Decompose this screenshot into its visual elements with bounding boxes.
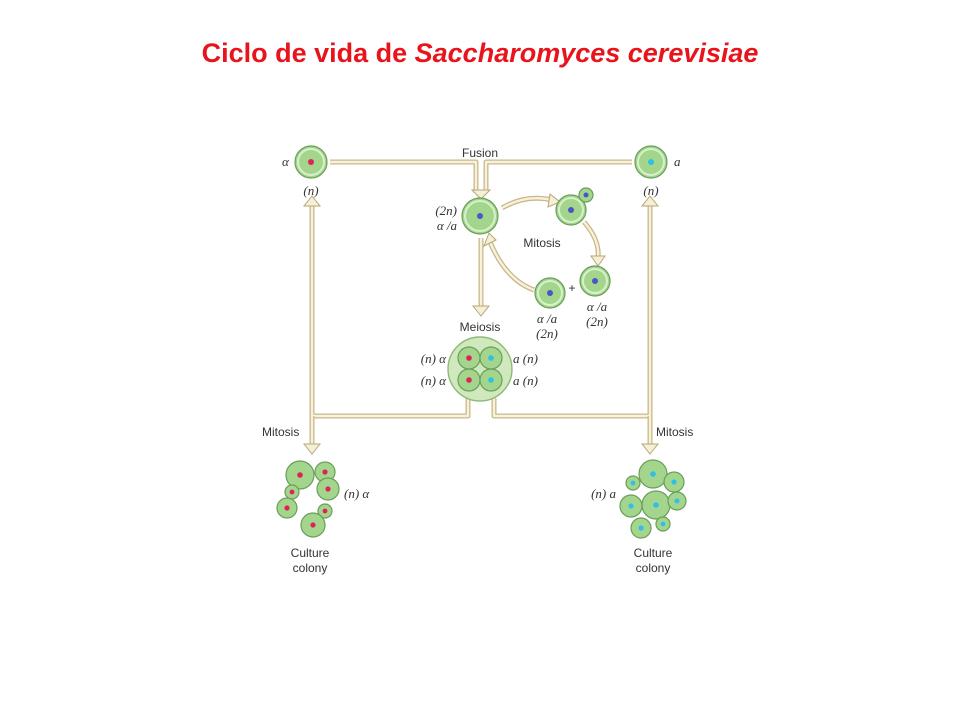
fusion-pipe-left [330,159,479,190]
daughter-cell-left [534,277,566,309]
label-colony-left-genotype: (n) α [344,486,370,501]
label-colony-right-line1: Culture [634,546,673,560]
ascus [447,336,513,402]
label-colony-left-line1: Culture [291,546,330,560]
meiosis-arrowhead [471,305,491,317]
label-colony-right-genotype: (n) a [591,486,616,501]
fusion-arrowhead [470,189,492,200]
label-mitosis-right: Mitosis [656,425,693,439]
slide-title: Ciclo de vida de Saccharomyces cerevisia… [0,38,960,69]
label-daughter-left-mating: α /a [537,311,558,326]
label-plus: + [568,281,575,295]
label-a-cell: a [674,154,681,169]
label-fusion: Fusion [462,146,498,160]
mitosis-right-arrowhead [640,443,660,455]
label-daughter-right-mating: α /a [587,299,608,314]
label-daughter-right-ploidy: (2n) [586,314,608,329]
label-diploid-ploidy: (2n) [435,203,457,218]
daughter-cell-right [579,265,611,297]
label-alpha-cell: α [282,154,290,169]
label-colony-left-line2: colony [293,561,328,575]
label-tetrad-top-right: a (n) [513,351,538,366]
mitosis-left-arrowhead [302,443,322,455]
label-mitosis-center: Mitosis [523,236,560,250]
a-return-arrowhead [640,195,660,207]
label-colony-right-line2: colony [636,561,671,575]
label-mitosis-left: Mitosis [262,425,299,439]
a-nucleus [648,159,654,165]
meiosis-tetrad [447,336,513,402]
a-haploid-cell [634,145,668,179]
label-tetrad-bottom-left: (n) α [421,373,447,388]
label-diploid-mating: α /a [437,218,458,233]
label-a-ploidy: (n) [643,183,658,198]
pipes [302,159,660,455]
label-meiosis: Meiosis [460,320,501,334]
fusion-pipe-right [483,159,632,190]
labels: Fusion α (n) a (n) (2n) α /a Mitosis + α… [262,146,693,575]
alpha-nucleus [308,159,314,165]
label-daughter-left-ploidy: (2n) [536,326,558,341]
alpha-haploid-cell [294,145,328,179]
label-tetrad-bottom-right: a (n) [513,373,538,388]
a-culture-colony [619,459,687,539]
diploid-cell [461,197,499,235]
title-species: Saccharomyces cerevisiae [414,38,759,68]
label-alpha-ploidy: (n) [303,183,318,198]
alpha-culture-colony [276,460,340,538]
title-prefix: Ciclo de vida de [201,38,415,68]
budding-cell [555,187,594,226]
label-tetrad-top-left: (n) α [421,351,447,366]
alpha-return-arrowhead [302,195,322,207]
